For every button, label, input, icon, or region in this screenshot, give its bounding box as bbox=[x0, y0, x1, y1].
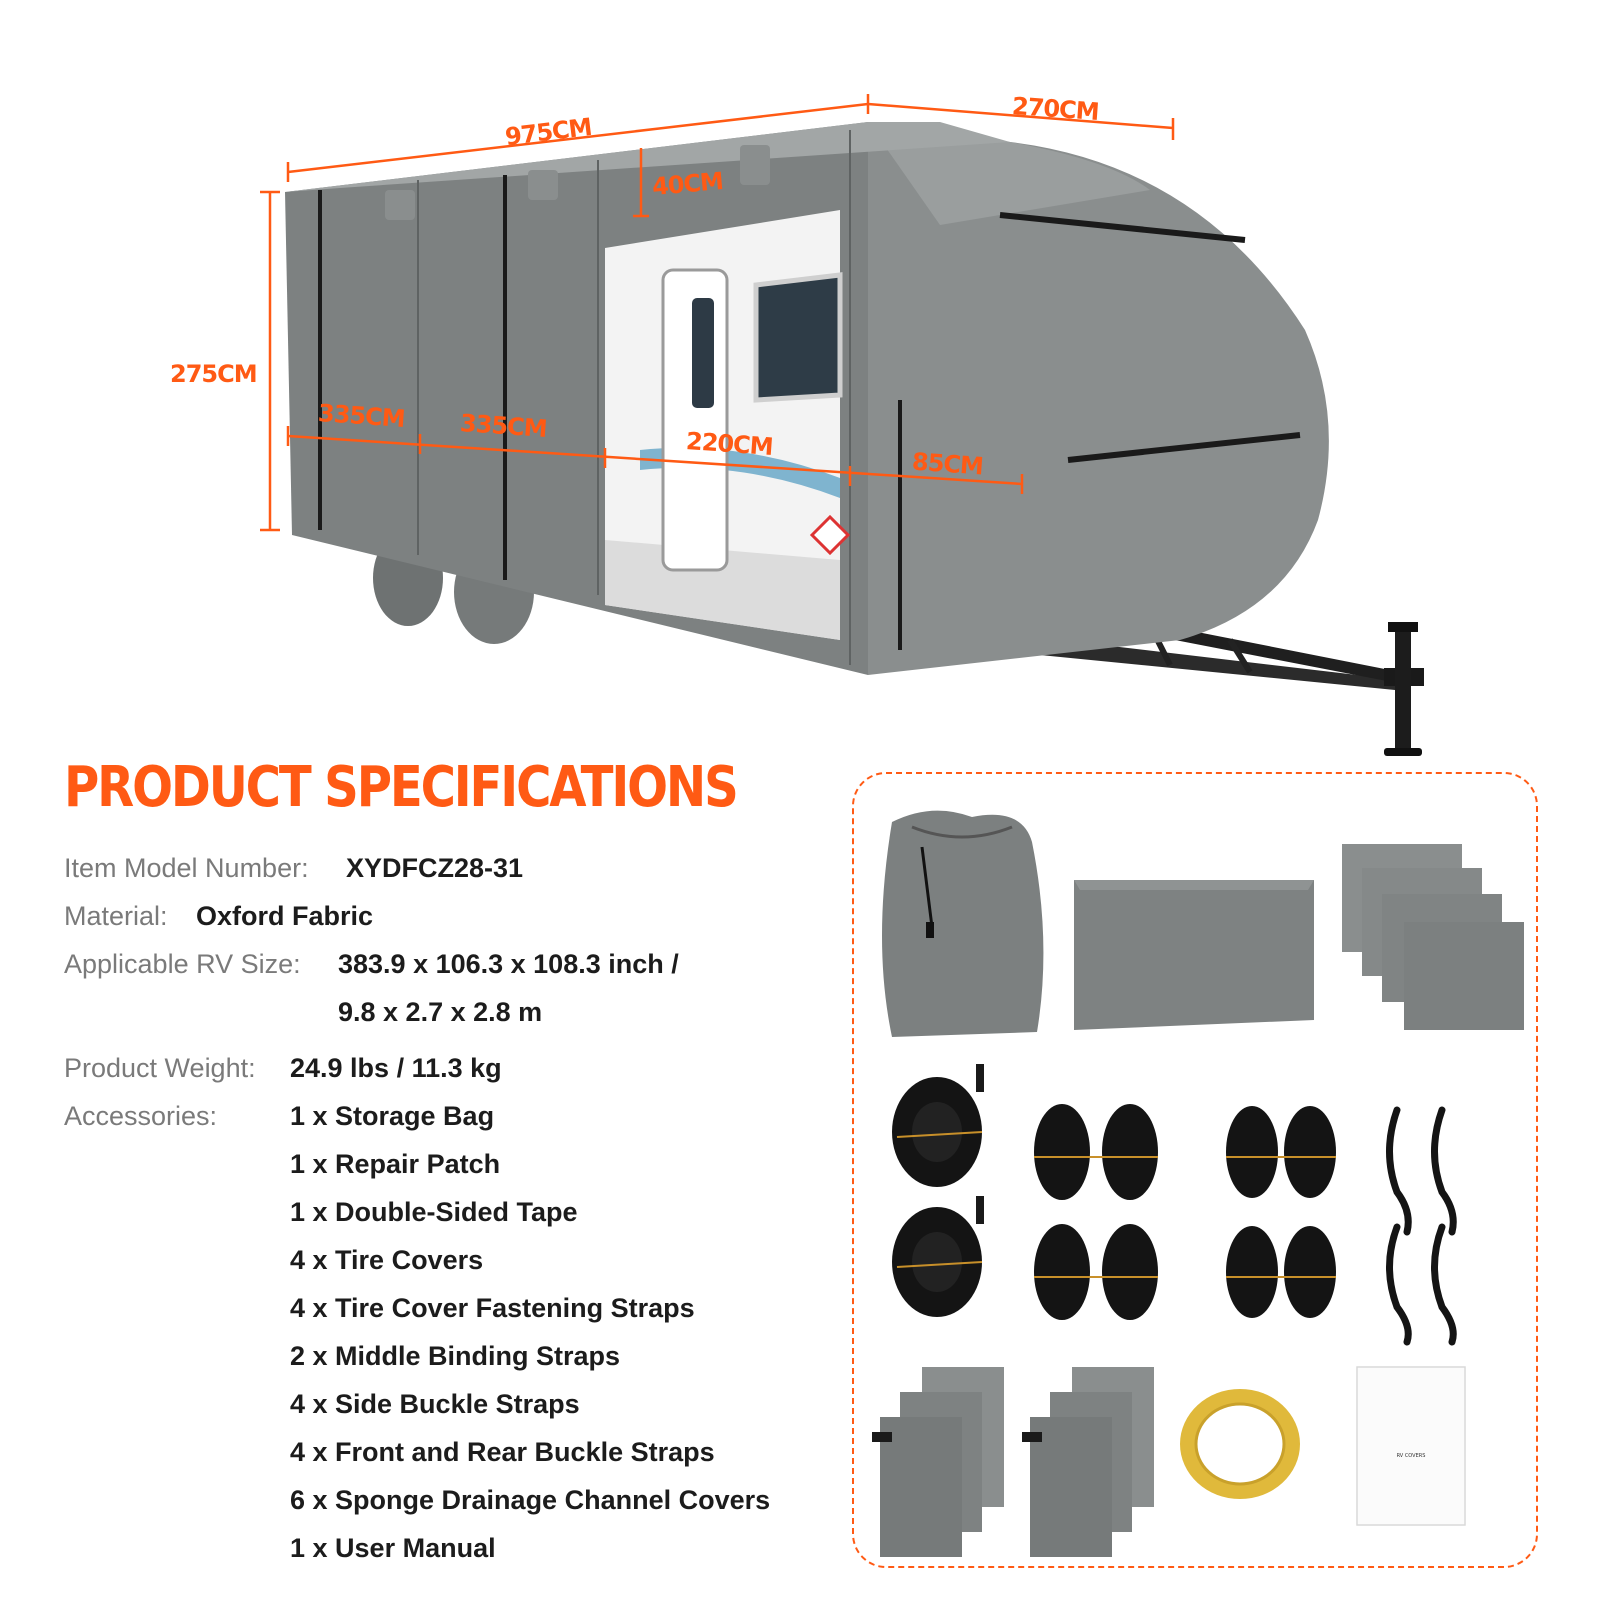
middle-binding-straps-image bbox=[892, 1064, 984, 1317]
accessory-item: 1 x User Manual bbox=[290, 1533, 496, 1563]
sponge-drainage-covers-image bbox=[872, 1367, 1154, 1557]
accessory-item: 1 x Storage Bag bbox=[290, 1101, 495, 1131]
accessory-item: 2 x Middle Binding Straps bbox=[290, 1341, 621, 1371]
dimension-middle-panel-label: 335CM bbox=[459, 409, 548, 443]
buckle-straps-image bbox=[1034, 1104, 1336, 1320]
storage-bag-image bbox=[882, 810, 1044, 1037]
dimension-lines bbox=[260, 94, 1175, 532]
accessory-item: 4 x Tire Covers bbox=[290, 1245, 484, 1275]
dimension-door-panel-label: 220CM bbox=[685, 427, 774, 461]
manual-cover-text: RV COVERS bbox=[1397, 1453, 1426, 1459]
dimension-rear-panel-label: 335CM bbox=[317, 399, 406, 433]
weight-label: Product Weight: bbox=[64, 1053, 256, 1083]
material-label: Material: bbox=[64, 901, 168, 931]
repair-patch-image bbox=[1074, 880, 1314, 1030]
rv-cover-illustration bbox=[260, 94, 1424, 756]
size-label: Applicable RV Size: bbox=[64, 949, 301, 979]
spec-title: PRODUCT SPECIFICATIONS bbox=[64, 755, 739, 820]
accessory-item: 1 x Double-Sided Tape bbox=[290, 1197, 578, 1227]
weight-value: 24.9 lbs / 11.3 kg bbox=[290, 1053, 502, 1083]
rv-cover-body bbox=[285, 122, 1329, 675]
material-value: Oxford Fabric bbox=[196, 901, 374, 931]
double-sided-tape-image bbox=[1180, 1389, 1300, 1499]
dimension-width-label: 270CM bbox=[1011, 92, 1100, 126]
model-label: Item Model Number: bbox=[64, 853, 309, 883]
accessory-item: 4 x Side Buckle Straps bbox=[290, 1389, 580, 1419]
accessory-item: 1 x Repair Patch bbox=[290, 1149, 501, 1179]
accessories-illustration: RV COVERS bbox=[872, 810, 1524, 1557]
size-value-1: 383.9 x 106.3 x 108.3 inch / bbox=[338, 949, 679, 979]
accessory-item: 4 x Tire Cover Fastening Straps bbox=[290, 1293, 695, 1323]
accessory-item: 6 x Sponge Drainage Channel Covers bbox=[290, 1485, 771, 1515]
tire-cover-fastening-straps-image bbox=[1386, 1106, 1457, 1346]
user-manual-image: RV COVERS bbox=[1356, 1366, 1466, 1526]
dimension-front-panel-label: 85CM bbox=[911, 447, 984, 481]
accessory-item: 4 x Front and Rear Buckle Straps bbox=[290, 1437, 715, 1467]
size-value-2: 9.8 x 2.7 x 2.8 m bbox=[338, 997, 543, 1027]
model-value: XYDFCZ28-31 bbox=[346, 853, 524, 883]
tire-covers-image bbox=[1342, 844, 1524, 1030]
dimension-height-label: 275CM bbox=[170, 360, 258, 388]
accessories-label: Accessories: bbox=[64, 1101, 218, 1131]
accessories-panel bbox=[852, 772, 1538, 1568]
